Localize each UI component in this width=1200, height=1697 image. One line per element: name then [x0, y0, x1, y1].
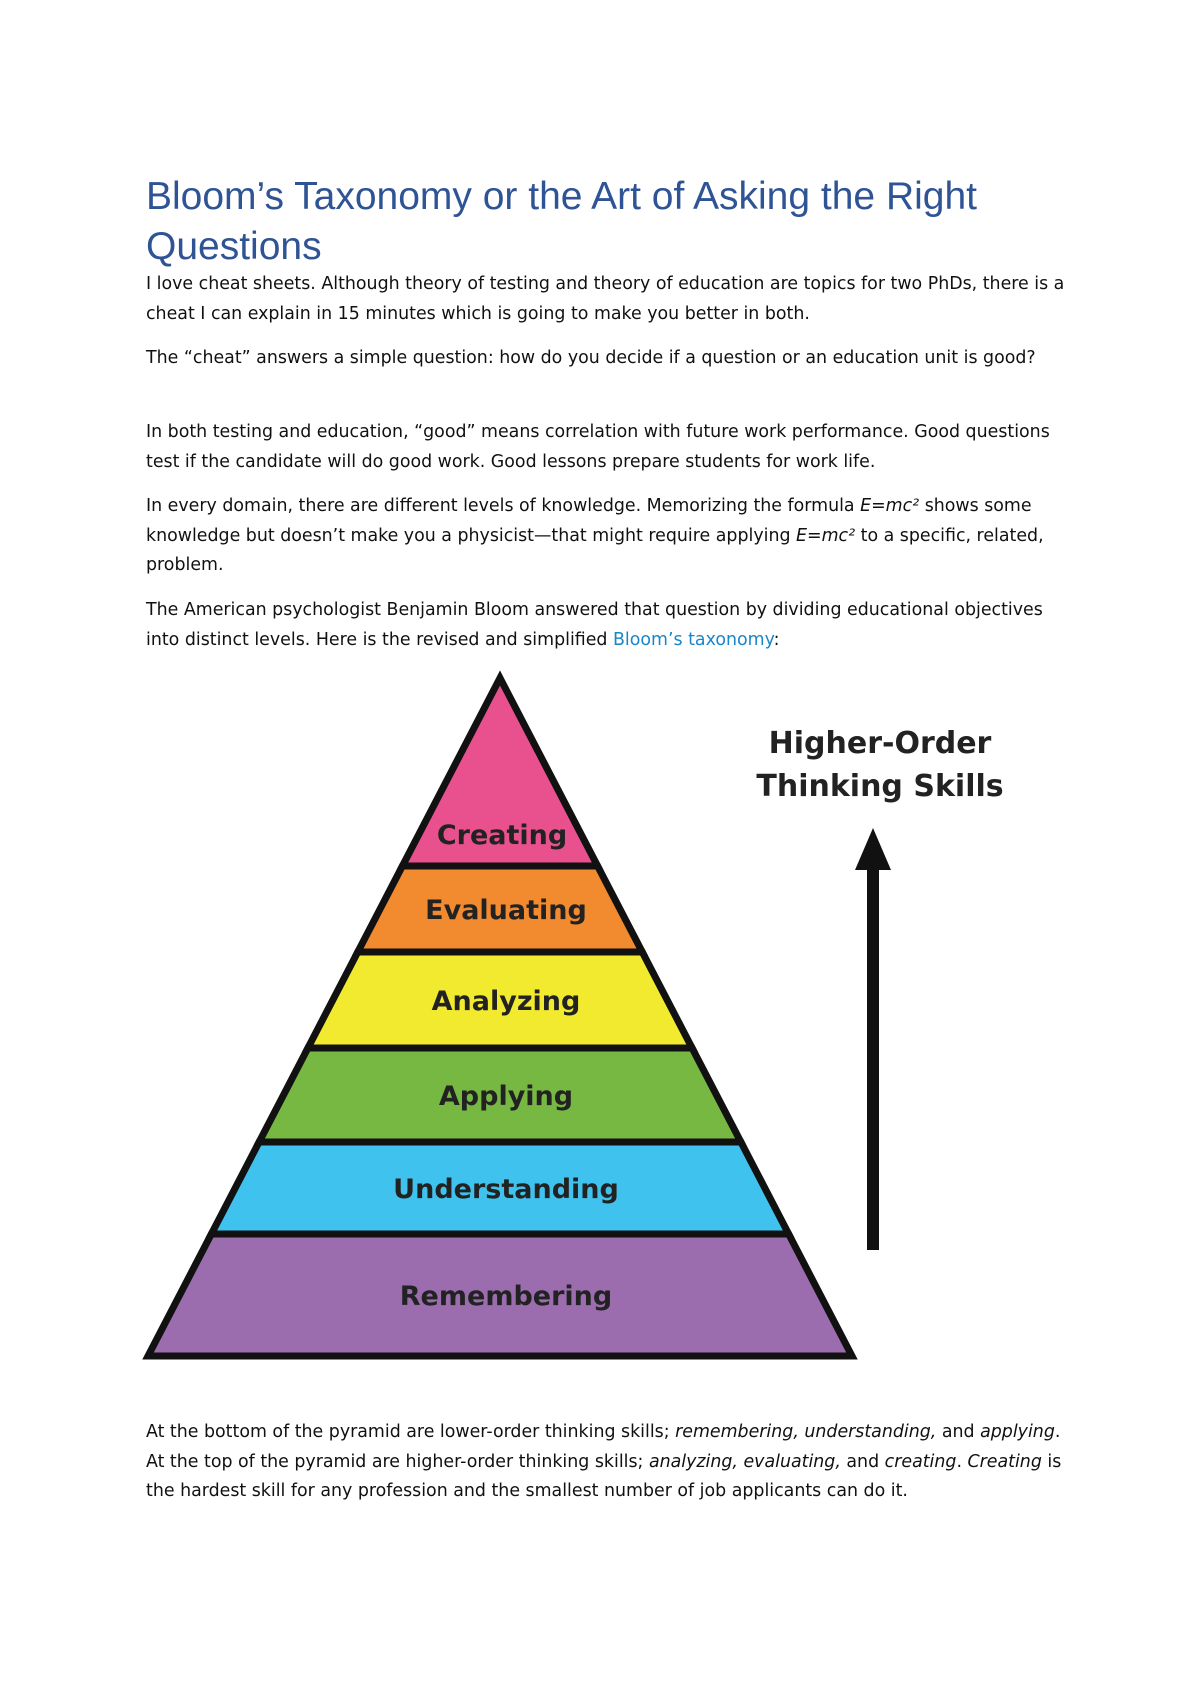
pyramid-label-understanding: Understanding [393, 1174, 619, 1205]
text-emphasis: analyzing, evaluating, [648, 1451, 841, 1472]
pyramid-level-remembering [142, 1230, 858, 1360]
text-segment: In every domain, there are different lev… [146, 496, 861, 516]
text-segment: shows some knowledge but doesn’t make yo… [146, 496, 1032, 546]
paragraph-intro: I love cheat sheets. Although theory of … [146, 274, 1065, 324]
text-segment: and [840, 1451, 885, 1472]
paragraph-conclusion: At the bottom of the pyramid are lower-o… [146, 1418, 1066, 1507]
text-segment: : [773, 629, 780, 650]
formula-emc2: E=mc² [860, 496, 920, 516]
text-segment: is the hardest skill for any profession … [146, 1451, 1062, 1502]
arrow-label-line1: Higher-Order [769, 726, 992, 761]
text-emphasis: Creating [967, 1451, 1042, 1472]
text-segment: At the bottom of the pyramid are lower-o… [146, 1422, 676, 1442]
text-segment: to a specific, related, problem. [146, 525, 1044, 576]
text-emphasis: applying [980, 1422, 1055, 1442]
text-segment: The American psychologist Benjamin Bloom… [146, 600, 1043, 650]
text-emphasis: remembering, understanding, [675, 1422, 937, 1442]
arrow-label-line2: Thinking Skills [756, 769, 1003, 804]
pyramid-label-applying: Applying [439, 1081, 573, 1112]
paragraph-cheat: The “cheat” answers a simple question: h… [146, 348, 1036, 368]
paragraph-knowledge-levels: In every domain, there are different lev… [146, 492, 1066, 581]
higher-order-arrow [855, 828, 891, 1250]
text-segment: and [936, 1422, 981, 1442]
page-title: Bloom’s Taxonomy or the Art of Asking th… [146, 175, 977, 268]
formula-emc2: E=mc² [796, 525, 856, 546]
pyramid-label-creating: Creating [437, 820, 567, 851]
arrow-head-icon [855, 828, 891, 870]
text-segment: . At the top of the pyramid are higher-o… [146, 1422, 1061, 1472]
pyramid-label-analyzing: Analyzing [432, 986, 581, 1017]
pyramid-label-remembering: Remembering [400, 1281, 612, 1312]
paragraph-good: In both testing and education, “good” me… [146, 422, 1050, 472]
blooms-taxonomy-link[interactable]: Bloom’s taxonomy [613, 629, 774, 650]
text-segment: . [956, 1451, 968, 1472]
pyramid-label-evaluating: Evaluating [425, 895, 587, 926]
text-emphasis: creating [884, 1451, 957, 1472]
pyramid-svg: CreatingEvaluatingAnalyzingApplyingUnder… [142, 670, 1004, 1360]
paragraph-bloom-intro: The American psychologist Benjamin Bloom… [146, 596, 1066, 655]
